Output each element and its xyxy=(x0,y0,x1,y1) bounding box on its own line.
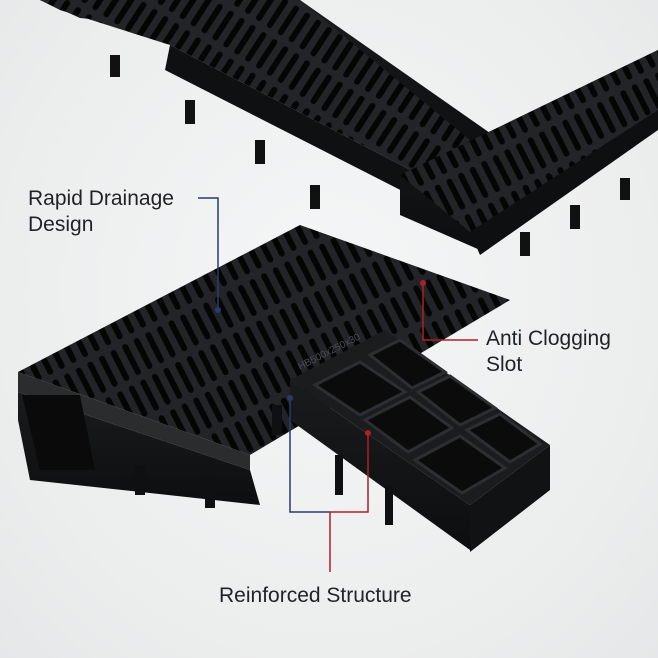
callout-reinforced-structure: Reinforced Structure xyxy=(219,583,412,609)
callout-anti-clogging-line2: Slot xyxy=(486,353,523,376)
back-channel xyxy=(40,0,500,209)
callout-rapid-drainage: Rapid Drainage Design xyxy=(28,186,174,238)
main-channel xyxy=(18,225,510,508)
callout-anti-clogging-line1: Anti Clogging xyxy=(486,327,611,350)
channel-body-open xyxy=(290,330,550,552)
callout-reinforced-structure-line1: Reinforced Structure xyxy=(219,584,412,607)
right-channel xyxy=(400,50,658,256)
callout-leader-lines xyxy=(198,197,478,572)
leader-reinforced-red xyxy=(329,433,369,572)
leader-anti-clogging xyxy=(422,283,478,341)
callout-rapid-drainage-line1: Rapid Drainage xyxy=(28,187,174,210)
callout-rapid-drainage-line2: Design xyxy=(28,213,94,236)
leader-dot-reinforced-navy xyxy=(287,395,293,401)
leader-dot-rapid-drainage xyxy=(215,307,221,313)
leader-reinforced-navy xyxy=(289,398,330,513)
leader-dot-anti-clogging xyxy=(420,280,426,286)
callout-anti-clogging: Anti Clogging Slot xyxy=(486,326,611,378)
leader-dot-reinforced-red xyxy=(365,430,371,436)
leader-rapid-drainage xyxy=(198,197,219,310)
